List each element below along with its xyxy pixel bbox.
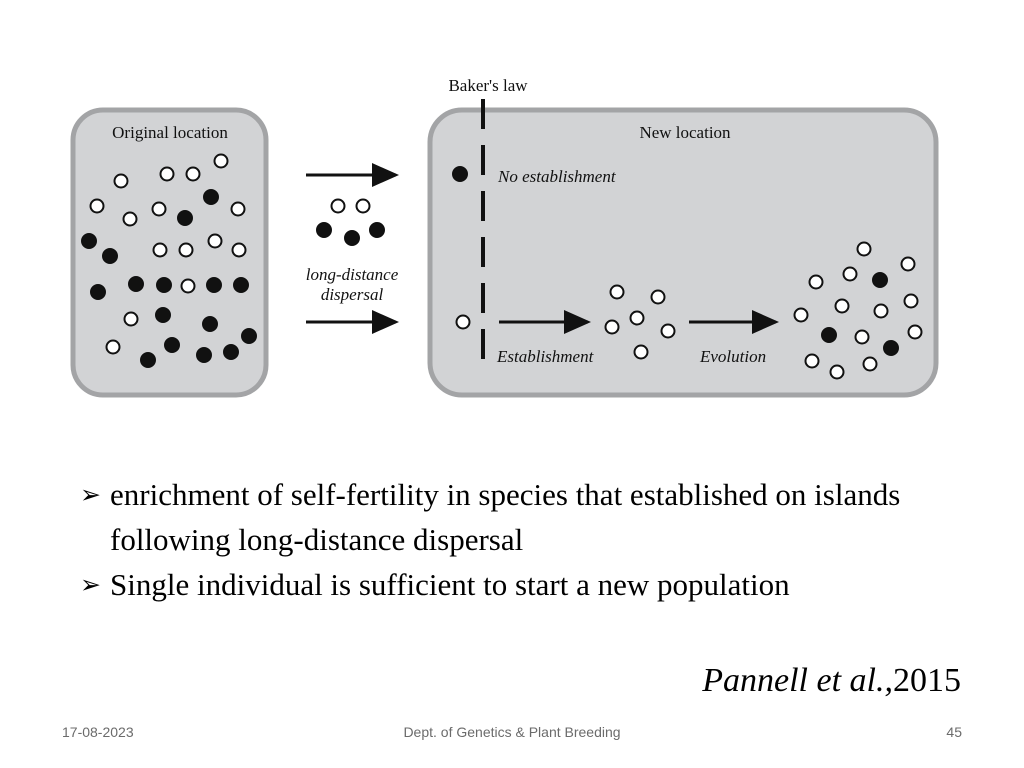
filled-seed-dot xyxy=(164,337,180,353)
open-seed-dot xyxy=(178,242,194,258)
filled-seed-dot xyxy=(821,327,837,343)
new-location-label: New location xyxy=(639,123,731,142)
open-seed-dot xyxy=(854,329,870,345)
open-seed-dot xyxy=(862,356,878,372)
open-seed-dot xyxy=(185,166,201,182)
open-seed-dot xyxy=(113,173,129,189)
open-seed-dot xyxy=(213,153,229,169)
filled-seed-dot xyxy=(202,316,218,332)
seed-dots xyxy=(81,153,923,380)
new-location-panel xyxy=(427,107,939,398)
bullet-text: enrichment of self-fertility in species … xyxy=(110,477,901,557)
bakers-law-label: Baker's law xyxy=(448,76,528,95)
open-seed-dot xyxy=(900,256,916,272)
open-seed-dot xyxy=(123,311,139,327)
filled-seed-dot xyxy=(155,307,171,323)
open-seed-dot xyxy=(455,314,471,330)
filled-seed-dot xyxy=(177,210,193,226)
open-seed-dot xyxy=(159,166,175,182)
open-seed-dot xyxy=(152,242,168,258)
arrow-bullet-icon: ➢ xyxy=(80,480,101,509)
filled-seed-dot xyxy=(344,230,360,246)
bullet-item-single-individual: ➢ Single individual is sufficient to sta… xyxy=(80,562,980,607)
bullet-list: ➢ enrichment of self-fertility in specie… xyxy=(80,472,980,607)
footer-page-number: 45 xyxy=(946,724,962,740)
filled-seed-dot xyxy=(196,347,212,363)
open-seed-dot xyxy=(633,344,649,360)
open-seed-dot xyxy=(650,289,666,305)
citation-authors: Pannell et al., xyxy=(702,662,893,699)
filled-seed-dot xyxy=(316,222,332,238)
filled-seed-dot xyxy=(872,272,888,288)
filled-seed-dot xyxy=(883,340,899,356)
open-seed-dot xyxy=(604,319,620,335)
open-seed-dot xyxy=(808,274,824,290)
evolution-label: Evolution xyxy=(699,347,766,366)
open-seed-dot xyxy=(230,201,246,217)
no-establishment-label: No establishment xyxy=(497,167,617,186)
citation-year: 2015 xyxy=(893,662,961,699)
filled-seed-dot xyxy=(452,166,468,182)
filled-seed-dot xyxy=(223,344,239,360)
open-seed-dot xyxy=(873,303,889,319)
filled-seed-dot xyxy=(241,328,257,344)
open-seed-dot xyxy=(804,353,820,369)
open-seed-dot xyxy=(629,310,645,326)
filled-seed-dot xyxy=(156,277,172,293)
dispersal-label-line1: long-distance xyxy=(306,265,399,284)
open-seed-dot xyxy=(355,198,371,214)
filled-seed-dot xyxy=(102,248,118,264)
open-seed-dot xyxy=(330,198,346,214)
filled-seed-dot xyxy=(81,233,97,249)
filled-seed-dot xyxy=(206,277,222,293)
open-seed-dot xyxy=(89,198,105,214)
open-seed-dot xyxy=(660,323,676,339)
bullet-item-self-fertility: ➢ enrichment of self-fertility in specie… xyxy=(80,472,980,562)
open-seed-dot xyxy=(122,211,138,227)
filled-seed-dot xyxy=(203,189,219,205)
footer-department: Dept. of Genetics & Plant Breeding xyxy=(403,724,621,740)
filled-seed-dot xyxy=(90,284,106,300)
dispersal-diagram: Original location New location Baker's l… xyxy=(70,76,939,398)
open-seed-dot xyxy=(829,364,845,380)
dispersal-label-line2: dispersal xyxy=(321,285,384,304)
citation: Pannell et al.,2015 xyxy=(702,662,961,700)
filled-seed-dot xyxy=(140,352,156,368)
filled-seed-dot xyxy=(128,276,144,292)
open-seed-dot xyxy=(856,241,872,257)
open-seed-dot xyxy=(231,242,247,258)
open-seed-dot xyxy=(609,284,625,300)
open-seed-dot xyxy=(842,266,858,282)
open-seed-dot xyxy=(793,307,809,323)
open-seed-dot xyxy=(105,339,121,355)
open-seed-dot xyxy=(834,298,850,314)
filled-seed-dot xyxy=(369,222,385,238)
arrow-bullet-icon: ➢ xyxy=(80,570,101,599)
open-seed-dot xyxy=(903,293,919,309)
open-seed-dot xyxy=(180,278,196,294)
open-seed-dot xyxy=(151,201,167,217)
open-seed-dot xyxy=(907,324,923,340)
filled-seed-dot xyxy=(233,277,249,293)
establishment-label: Establishment xyxy=(496,347,595,366)
bullet-text: Single individual is sufficient to start… xyxy=(110,567,790,602)
footer-date: 17-08-2023 xyxy=(62,724,134,740)
open-seed-dot xyxy=(207,233,223,249)
original-location-label: Original location xyxy=(112,123,228,142)
